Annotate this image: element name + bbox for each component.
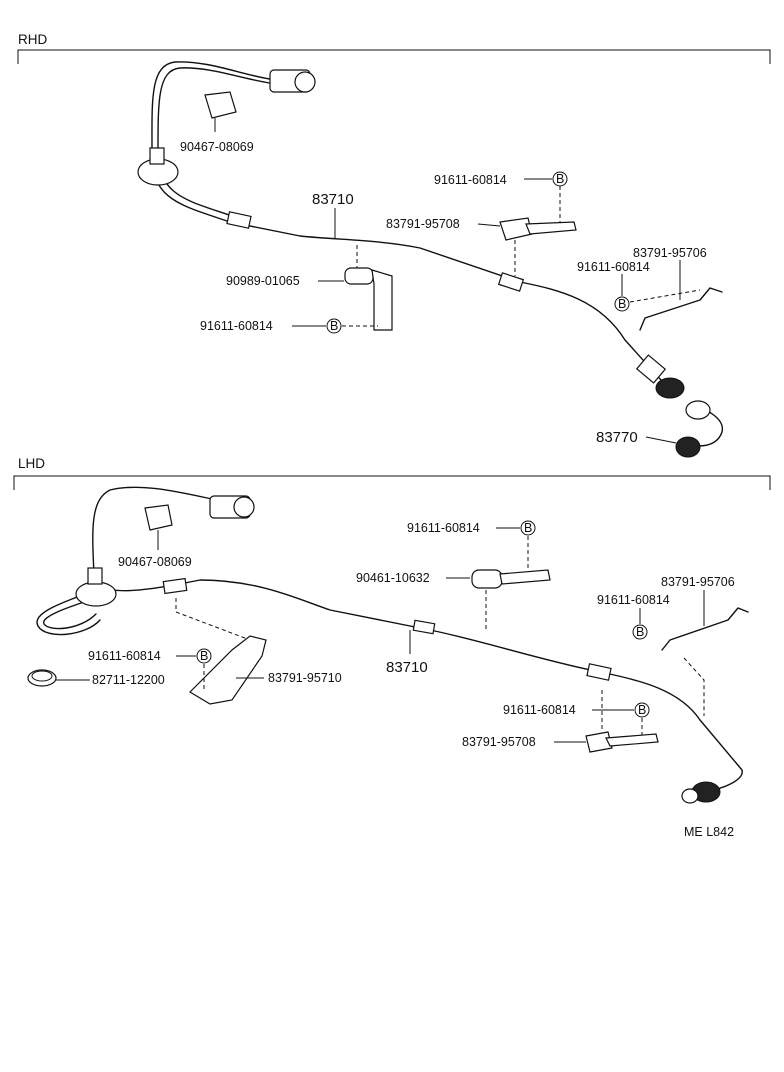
grommet-neck-rhd (149, 147, 165, 165)
driven-gear-83770-rhd (675, 436, 701, 458)
bolt-marker-c-rhd (326, 318, 342, 334)
section-label-rhd: RHD (18, 32, 47, 47)
grommet-lhd (75, 581, 117, 607)
part-label-91611-60814-a-lhd: 91611-60814 (407, 521, 480, 535)
connector-end-lhd (233, 496, 255, 518)
leader-83791-95708-rhd (477, 223, 501, 227)
bolt-marker-b-lhd (196, 648, 212, 664)
section-bracket-lhd (13, 475, 771, 490)
part-label-90467-08069-rhd: 90467-08069 (180, 140, 254, 154)
cable-loop-inner-lhd (43, 597, 97, 630)
speedometer-cable-lhd (92, 486, 743, 791)
speedometer-cable-rhd (151, 61, 671, 391)
part-label-82711-12200-lhd: 82711-12200 (92, 673, 165, 687)
part-label-91611-60814-c-lhd: 91611-60814 (597, 593, 670, 607)
bolt-marker-text-c-lhd: B (636, 625, 644, 639)
bracket-83791-95708-rhd (525, 221, 577, 235)
sleeve-lhd-1 (162, 577, 188, 595)
part-label-91611-60814-c-rhd: 91611-60814 (200, 319, 273, 333)
part-label-83791-95706-rhd: 83791-95706 (633, 246, 707, 260)
dash-95706-lhd (683, 657, 705, 716)
wire-bracket-83791-95706-lhd (661, 607, 749, 651)
bolt-marker-text-d-lhd: B (638, 703, 646, 717)
section-bracket-rhd (17, 49, 771, 64)
bolt-marker-text-a-rhd: B (556, 172, 564, 186)
part-label-83710-rhd: 83710 (312, 191, 354, 208)
sleeve-rhd-2 (497, 272, 525, 292)
bolt-marker-c-lhd (632, 624, 648, 640)
part-label-90461-10632-lhd: 90461-10632 (356, 571, 430, 585)
part-label-91611-60814-b-lhd: 91611-60814 (88, 649, 161, 663)
grommet-neck-lhd (87, 567, 103, 585)
clamp-90467-lhd (144, 504, 173, 531)
part-label-91611-60814-d-lhd: 91611-60814 (503, 703, 576, 717)
cable-end-sleeve-rhd (635, 354, 667, 384)
driven-gear-connector-rhd (685, 400, 711, 420)
clamp-83791-95708-rhd (499, 217, 533, 241)
hose-clamp-82711-lhd (27, 669, 57, 687)
cable-end-tip-lhd (681, 788, 699, 804)
hose-clamp-inner-lhd (31, 670, 53, 682)
clamp-90467-rhd (204, 91, 237, 119)
dash-bolt-b-rhd (629, 289, 701, 303)
part-label-91611-60814-b-rhd: 91611-60814 (577, 260, 650, 274)
bracket-90989-rhd (371, 269, 393, 331)
part-label-83770-rhd: 83770 (596, 429, 638, 446)
bracket-83791-95708-lhd (605, 733, 659, 747)
bolt-marker-text-c-rhd: B (330, 319, 338, 333)
cable-rhd-outer (157, 67, 306, 217)
connector-end-rhd (294, 71, 316, 93)
section-label-lhd: LHD (18, 456, 45, 471)
sleeve-lhd-mid (412, 619, 436, 635)
clamp-90989-rhd (344, 267, 374, 285)
bolt-marker-a-lhd (520, 520, 536, 536)
part-label-83791-95708-lhd: 83791-95708 (462, 735, 536, 749)
diagram-code: ME L842 (684, 825, 734, 839)
sleeve-rhd-1 (226, 211, 252, 229)
bracket-83791-95710-lhd (189, 635, 267, 705)
clamp-83791-95708-lhd (585, 731, 613, 753)
part-label-83710-lhd: 83710 (386, 659, 428, 676)
bolt-marker-text-b-lhd: B (200, 649, 208, 663)
bolt-marker-d-lhd (634, 702, 650, 718)
sleeve-lhd-2 (586, 663, 612, 681)
part-label-90989-01065-rhd: 90989-01065 (226, 274, 300, 288)
bolt-marker-text-b-rhd: B (618, 297, 626, 311)
clamp-90461-10632-lhd (471, 569, 503, 589)
bolt-marker-b-rhd (614, 296, 630, 312)
part-label-90467-08069-lhd: 90467-08069 (118, 555, 192, 569)
bracket-90461-10632-lhd (499, 569, 551, 585)
part-label-83791-95706-lhd: 83791-95706 (661, 575, 735, 589)
part-label-91611-60814-a-rhd: 91611-60814 (434, 173, 507, 187)
cable-loop-lhd (36, 589, 101, 636)
wire-bracket-83791-95706-rhd (639, 287, 723, 331)
bolt-marker-text-a-lhd: B (524, 521, 532, 535)
leader-83770-rhd (645, 436, 677, 444)
cable-end-nut-rhd (655, 377, 685, 399)
dash-95710-lhd (175, 598, 251, 641)
part-label-83791-95708-rhd: 83791-95708 (386, 217, 460, 231)
part-label-83791-95710-lhd: 83791-95710 (268, 671, 342, 685)
